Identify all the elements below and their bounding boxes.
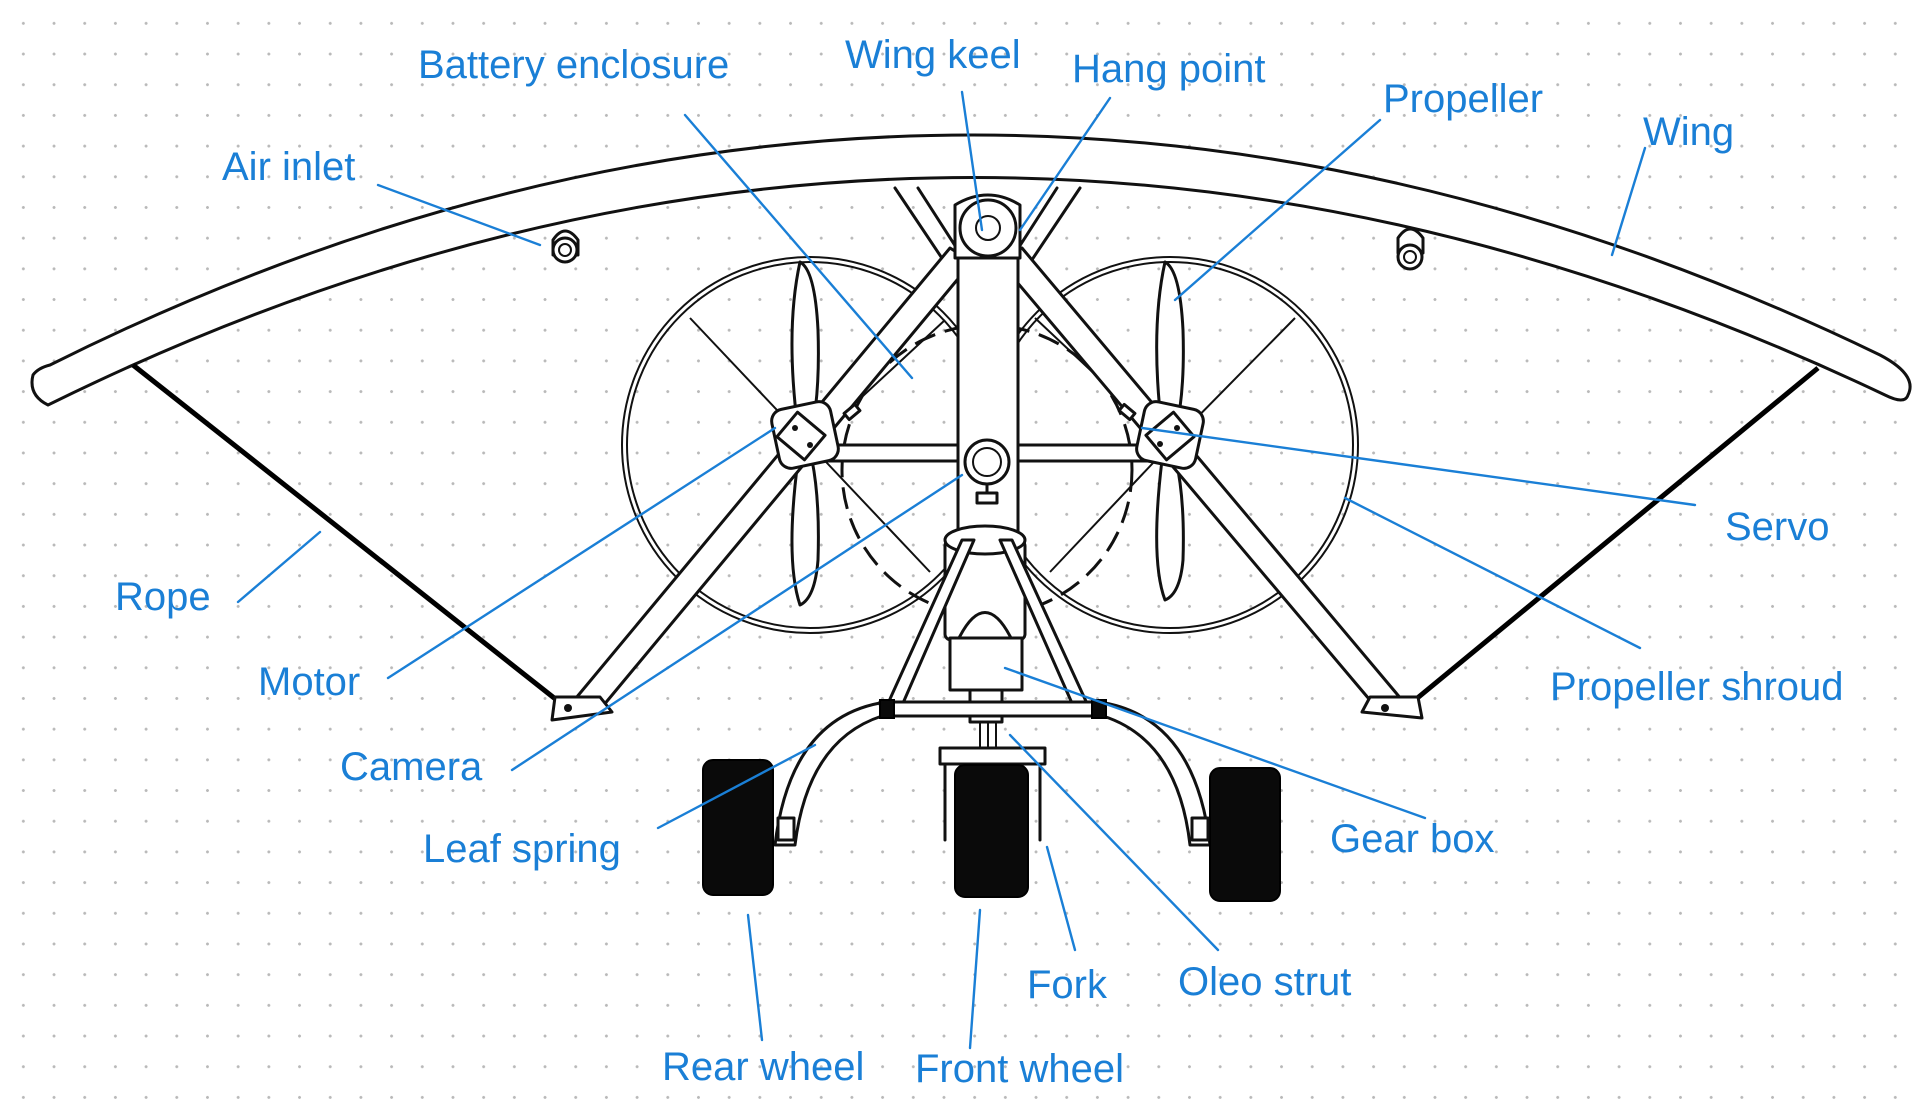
label-propeller: Propeller [1383, 77, 1543, 121]
rear-wheel-left [702, 759, 774, 896]
label-battery-enclosure: Battery enclosure [418, 43, 729, 87]
propeller-blade-left-top [790, 260, 820, 432]
labels: Battery enclosure Wing keel Hang point P… [115, 33, 1844, 1091]
label-air-inlet: Air inlet [222, 145, 355, 189]
propeller-blade-right-bottom [1155, 458, 1185, 602]
label-fork: Fork [1027, 963, 1108, 1007]
label-leaf-spring: Leaf spring [423, 827, 621, 871]
label-oleo-strut: Oleo strut [1178, 960, 1351, 1004]
rope-left [131, 363, 565, 707]
label-rope: Rope [115, 575, 211, 619]
leader-rear-wheel [746, 913, 764, 1042]
leader-servo [1140, 426, 1697, 507]
label-rear-wheel: Rear wheel [662, 1045, 864, 1089]
leader-wing [1610, 146, 1647, 257]
label-front-wheel: Front wheel [915, 1047, 1124, 1091]
leader-leaf-spring [656, 743, 817, 830]
label-wing: Wing [1643, 110, 1734, 154]
leader-propeller [1173, 118, 1382, 302]
rope-right [1413, 366, 1820, 702]
servo-right [1117, 402, 1137, 422]
leader-battery-enclosure [683, 113, 914, 380]
motor-right [1135, 400, 1205, 470]
leader-air-inlet [376, 183, 542, 247]
leader-camera [510, 473, 964, 772]
leader-motor [386, 426, 777, 680]
label-hang-point: Hang point [1072, 47, 1265, 91]
motor-left [770, 400, 840, 470]
central-keel [953, 193, 1022, 557]
leader-lines [236, 90, 1697, 1050]
label-propeller-shroud: Propeller shroud [1550, 665, 1844, 709]
servo-left [842, 402, 862, 422]
leader-rope [236, 530, 322, 604]
rope-anchor-left [550, 695, 614, 722]
leader-wing-keel [960, 90, 984, 232]
leader-propeller-shroud [1343, 496, 1642, 650]
propeller-blade-right-top [1155, 260, 1185, 432]
rope-anchor-right [1360, 695, 1424, 720]
leader-hang-point [1018, 96, 1112, 232]
front-wheel-shape [954, 764, 1029, 898]
rear-wheel-right [1209, 767, 1281, 902]
aircraft-drawing [30, 133, 1912, 902]
wing-shape [30, 133, 1912, 407]
label-camera: Camera [340, 745, 483, 789]
leader-fork [1045, 845, 1077, 952]
gear-box-assembly [883, 538, 1092, 724]
propeller-blade-left-bottom [790, 458, 820, 607]
leader-gear-box [1003, 666, 1427, 820]
air-inlet-left [551, 229, 580, 264]
label-wing-keel: Wing keel [845, 33, 1021, 77]
label-motor: Motor [258, 660, 360, 704]
label-gear-box: Gear box [1330, 817, 1495, 861]
leader-oleo-strut [1008, 733, 1220, 952]
leader-front-wheel [968, 908, 982, 1050]
hang-point-ring [958, 198, 1018, 258]
air-inlet-right [1396, 227, 1425, 271]
label-servo: Servo [1725, 505, 1830, 549]
camera-shape [963, 438, 1011, 505]
